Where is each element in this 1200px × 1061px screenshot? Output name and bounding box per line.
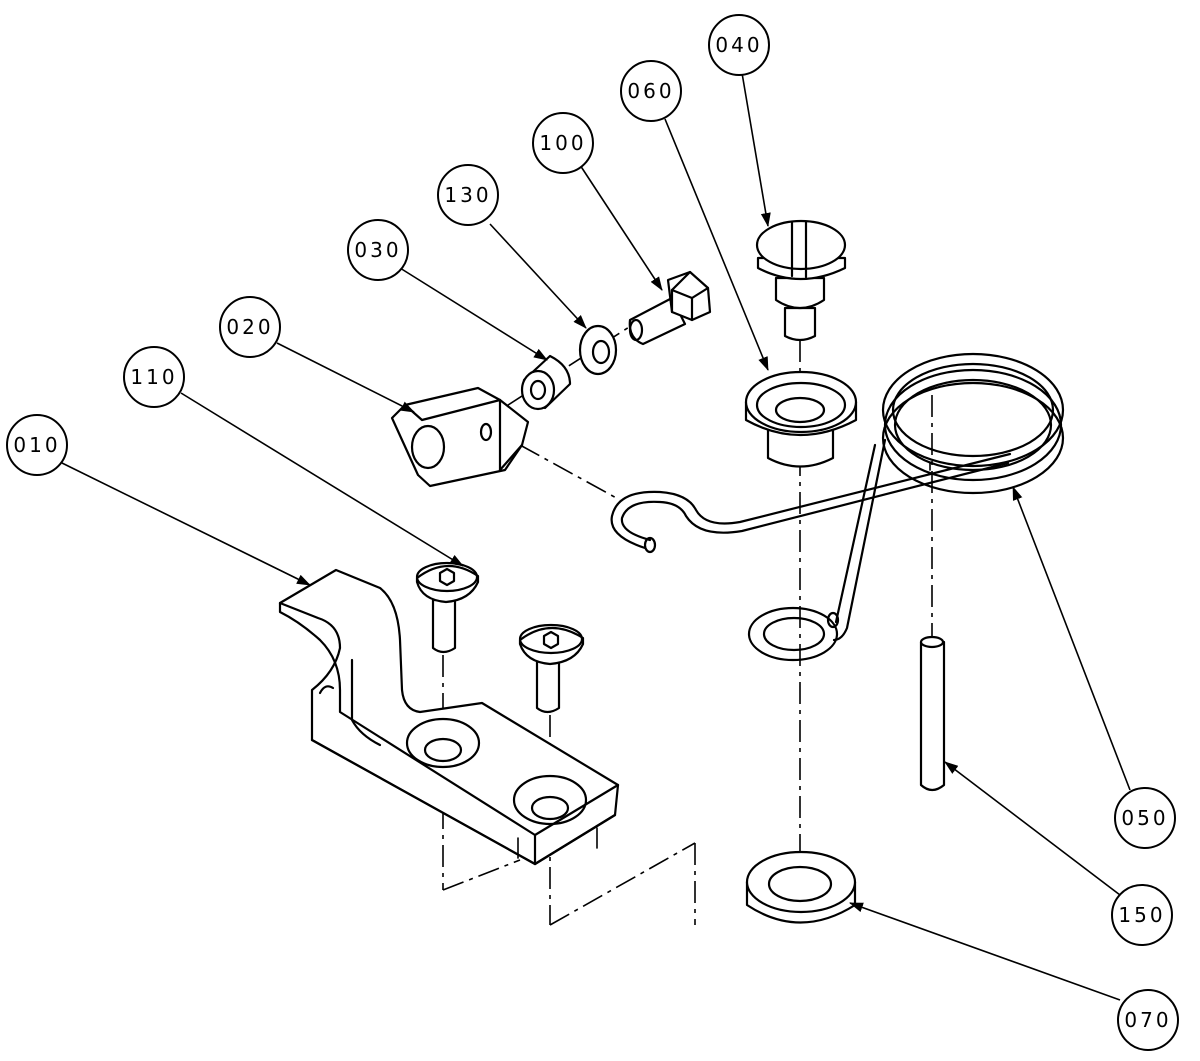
callout-030-label: 030 — [354, 238, 401, 262]
spacer-part-030 — [520, 354, 572, 411]
leader-lines — [61, 72, 1131, 1001]
callout-110-label: 110 — [130, 365, 177, 389]
lever-block-part-020 — [390, 386, 530, 488]
slotted-pin-part-040 — [755, 219, 847, 342]
callout-070: 070 — [1117, 989, 1179, 1051]
screw-part-110-b — [518, 623, 585, 714]
callout-060-label: 060 — [627, 79, 674, 103]
callout-050-label: 050 — [1121, 806, 1168, 830]
split-ring — [747, 606, 839, 662]
hex-bolt-part-100 — [628, 270, 712, 346]
callout-130: 130 — [437, 164, 499, 226]
callout-060: 060 — [620, 60, 682, 122]
callout-040: 040 — [708, 14, 770, 76]
bracket-part-010 — [278, 568, 620, 866]
callout-100-label: 100 — [539, 131, 586, 155]
callout-020-label: 020 — [226, 315, 273, 339]
callout-050: 050 — [1114, 787, 1176, 849]
screw-part-110-a — [415, 561, 480, 654]
washer-part-070 — [745, 850, 857, 924]
washer-part-130 — [578, 324, 618, 376]
callout-020: 020 — [219, 296, 281, 358]
callout-100: 100 — [532, 112, 594, 174]
callout-130-label: 130 — [444, 183, 491, 207]
callout-070-label: 070 — [1124, 1008, 1171, 1032]
torsion-spring-part-050 — [610, 352, 1065, 642]
callout-030: 030 — [347, 219, 409, 281]
callout-010: 010 — [6, 414, 68, 476]
callout-040-label: 040 — [715, 33, 762, 57]
callout-150-label: 150 — [1118, 903, 1165, 927]
callout-110: 110 — [123, 346, 185, 408]
dowel-pin-part-150 — [919, 635, 946, 792]
callout-150: 150 — [1111, 884, 1173, 946]
callout-010-label: 010 — [13, 433, 60, 457]
flanged-bushing-part-060 — [744, 370, 858, 468]
